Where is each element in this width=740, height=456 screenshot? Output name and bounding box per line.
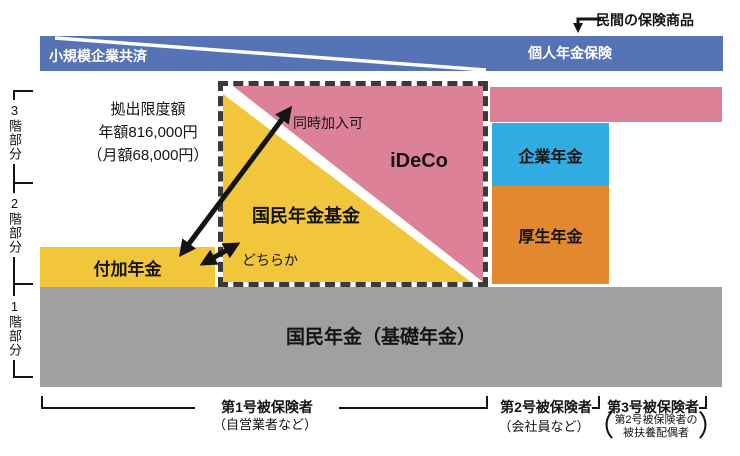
group3-insured-sub: （ 第2号被保険者の 被扶養配偶者 ） bbox=[585, 411, 726, 443]
top-products-bar: 小規模企業共済 個人年金保険 bbox=[40, 36, 723, 71]
either-one-label: どちらか bbox=[242, 252, 298, 268]
group1-insured-label: 第1号被保険者 bbox=[195, 397, 339, 417]
kokumin-nenkin-kikin-label: 国民年金基金 bbox=[252, 206, 360, 226]
group3-sub-line1: 第2号被保険者の bbox=[614, 414, 698, 426]
ideco-employee-band bbox=[490, 87, 722, 122]
tier-tick-mid2 bbox=[13, 283, 33, 285]
group3-paren-close: ） bbox=[697, 411, 727, 443]
tier-tick-bottom bbox=[13, 376, 33, 378]
employees-pension-block: 厚生年金 bbox=[492, 186, 609, 284]
small-business-mutual-aid-label: 小規模企業共済 bbox=[49, 48, 147, 64]
group3-sub-lines: 第2号被保険者の 被扶養配偶者 bbox=[614, 414, 697, 440]
tier-1-label: 1階部分 bbox=[4, 296, 24, 360]
private-insurance-annotation: 民間の保険商品 bbox=[596, 12, 694, 28]
simultaneous-enrollment-label: 同時加入可 bbox=[293, 115, 363, 131]
tier-2-label: 2階部分 bbox=[4, 193, 24, 257]
national-basic-pension-block: 国民年金（基礎年金） bbox=[40, 287, 722, 387]
group3-insured-label: 第3号被保険者 bbox=[607, 399, 699, 415]
ideco-label: iDeCo bbox=[390, 150, 448, 172]
contribution-limit-note: 拠出限度額 年額816,000円 （月額68,000円） bbox=[68, 98, 228, 167]
contribution-limit-title: 拠出限度額 bbox=[110, 101, 186, 118]
group1-insured-sub: （自営業者など） bbox=[212, 417, 317, 432]
group3-paren-open: （ bbox=[585, 411, 615, 443]
ideco-triangle bbox=[233, 86, 483, 282]
group2-3-divider-tick bbox=[592, 396, 600, 409]
tier-tick-top bbox=[13, 90, 33, 92]
additional-pension-block: 付加年金 bbox=[40, 247, 215, 287]
tier-3-label: 3階部分 bbox=[4, 100, 24, 164]
contribution-limit-annual: 年額816,000円 bbox=[98, 124, 198, 141]
tier-tick-mid1 bbox=[13, 182, 33, 184]
personal-pension-insurance-label: 個人年金保険 bbox=[528, 45, 612, 61]
corporate-pension-block: 企業年金 bbox=[492, 123, 609, 186]
group3-sub-line2: 被扶養配偶者 bbox=[623, 427, 689, 439]
contribution-limit-monthly: （月額68,000円） bbox=[87, 147, 209, 164]
group3-end-tick bbox=[699, 396, 707, 409]
group2-insured-label: 第2号被保険者 bbox=[500, 399, 592, 415]
group2-insured-sub: （会社員など） bbox=[498, 419, 590, 434]
